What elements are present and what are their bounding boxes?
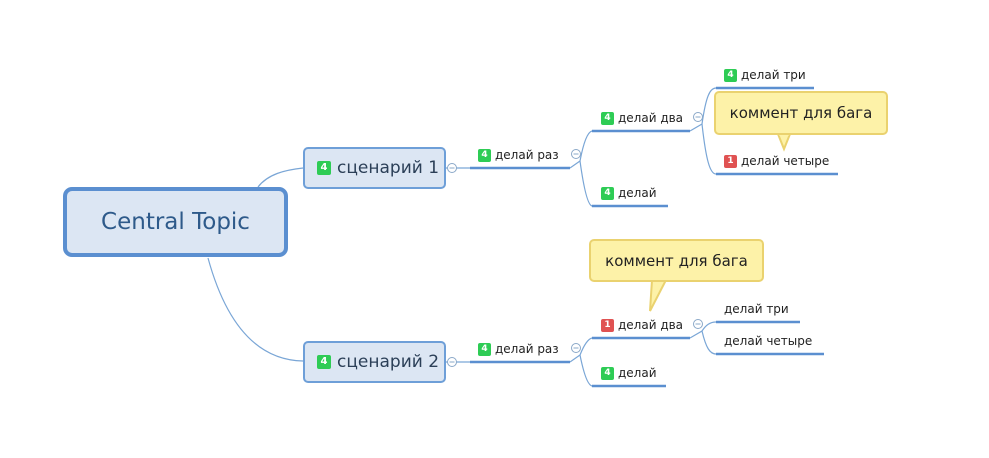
comment-callout-1[interactable]: коммент для бага <box>714 91 888 135</box>
subtopic-2-delai-chetyre[interactable]: делай четыре <box>724 334 813 348</box>
subtopic-1-delai-tri[interactable]: 4 делай три <box>724 63 806 87</box>
priority-badge: 4 <box>724 68 737 82</box>
subtopic-1-delai-dva[interactable]: 4 делай два <box>601 106 683 130</box>
priority-badge: 4 <box>601 186 614 200</box>
subtopic-2-delai-raz[interactable]: 4 делай раз <box>478 337 559 361</box>
subtopic-1-delai-chetyre[interactable]: 1 делай четыре <box>724 149 829 173</box>
subtopic-2-delai-dva[interactable]: 1 делай два <box>601 313 683 337</box>
priority-badge: 4 <box>478 342 491 356</box>
priority-badge: 4 <box>317 161 331 175</box>
priority-badge: 4 <box>601 366 614 380</box>
priority-badge: 4 <box>317 355 331 369</box>
central-topic-label: Central Topic <box>101 209 250 235</box>
connector-fork-1 <box>569 130 593 207</box>
connector-fork-1b <box>689 87 717 175</box>
subtopic-1-delai[interactable]: 4 делай <box>601 181 657 205</box>
priority-badge: 4 <box>478 148 491 162</box>
topic-label: сценарий 2 <box>337 352 440 372</box>
priority-badge: 1 <box>601 318 614 332</box>
subtopic-1-delai-raz[interactable]: 4 делай раз <box>478 143 559 167</box>
connector-fork-2 <box>569 337 593 387</box>
priority-badge: 1 <box>724 154 737 168</box>
priority-badge: 4 <box>601 111 614 125</box>
topic-scenario-2[interactable]: 4 сценарий 2 <box>303 341 446 383</box>
connector-fork-2b <box>689 321 717 355</box>
connector-central-branch1 <box>257 167 304 188</box>
subtopic-2-delai-tri[interactable]: делай три <box>724 302 789 316</box>
connector-central-branch2 <box>207 257 304 362</box>
callout-tail <box>776 133 792 152</box>
subtopic-2-delai[interactable]: 4 делай <box>601 361 657 385</box>
central-topic[interactable]: Central Topic <box>63 187 288 257</box>
callout-tail <box>649 279 668 312</box>
topic-scenario-1[interactable]: 4 сценарий 1 <box>303 147 446 189</box>
topic-label: сценарий 1 <box>337 158 440 178</box>
comment-callout-2[interactable]: коммент для бага <box>589 239 764 282</box>
